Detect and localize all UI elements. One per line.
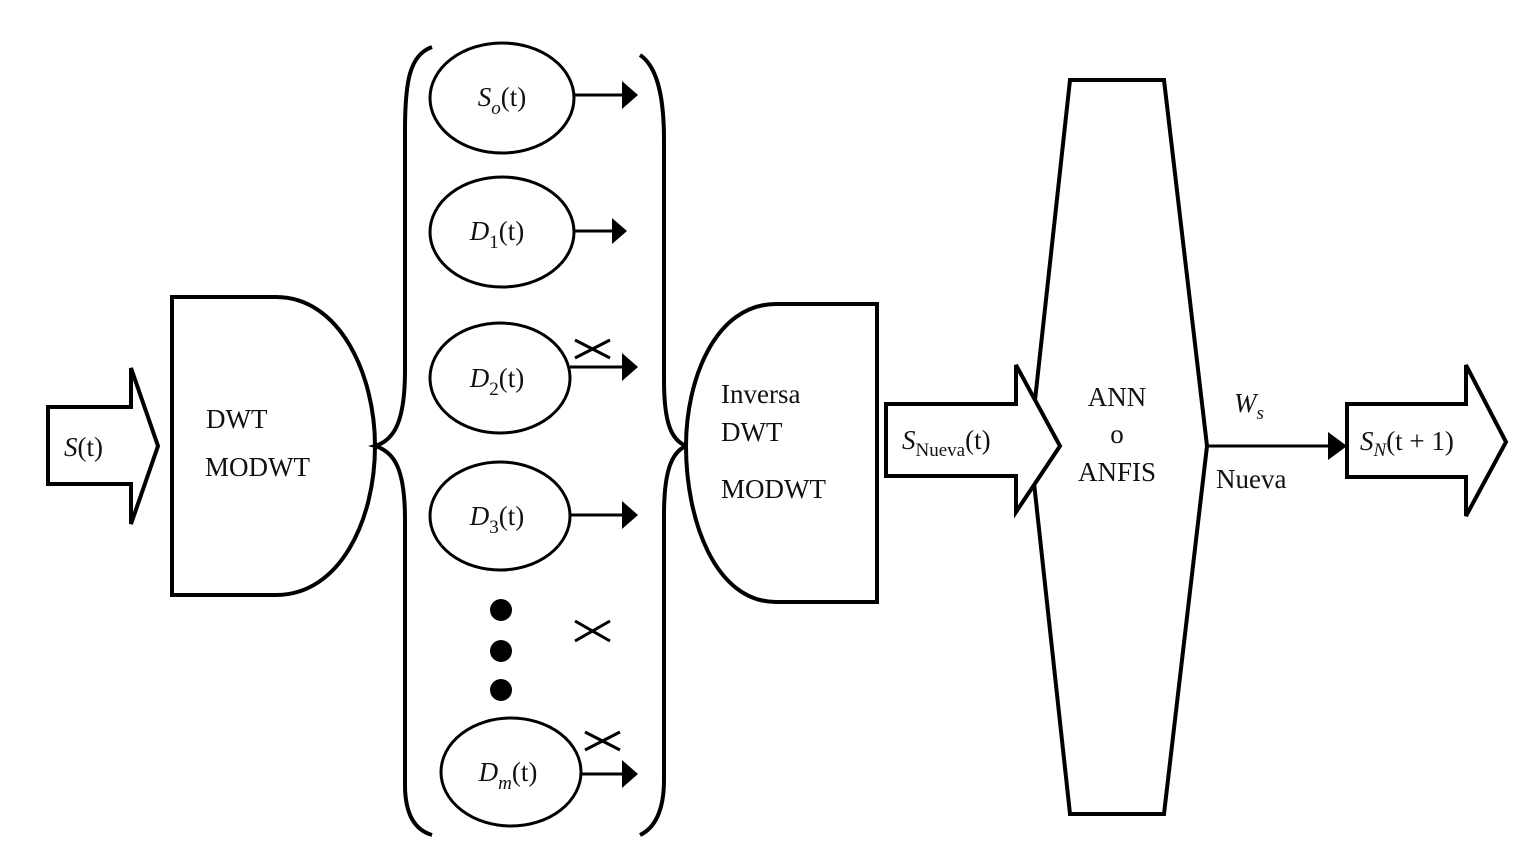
reconstruction-block-line2: DWT [721, 417, 783, 447]
ellipsis-dots [490, 599, 512, 701]
model-block-text: ANN o ANFIS [1078, 382, 1156, 487]
input-arrow-label: S(t) [64, 432, 103, 462]
component-d3-label: D3(t) [469, 501, 524, 538]
output-connector-top-label: Ws [1234, 388, 1264, 424]
output-arrow-label: SN(t + 1) [1360, 426, 1454, 461]
component-s0: So(t) [428, 41, 638, 155]
output-connector-bottom-label: Nueva [1216, 464, 1286, 494]
discard-cross-icon [574, 619, 611, 643]
decomposition-block-line1: DWT [206, 404, 268, 434]
component-d2-label: D2(t) [469, 363, 524, 400]
component-dm-label: Dm(t) [478, 757, 538, 794]
left-brace [368, 45, 433, 837]
component-s0-label: So(t) [478, 82, 526, 119]
ellipsis-dot [490, 599, 512, 621]
component-d3: D3(t) [428, 460, 638, 572]
model-block-line3: ANFIS [1078, 457, 1156, 487]
new-signal-arrow: SNueva(t) [884, 364, 1063, 519]
output-arrow: SN(t + 1) [1345, 364, 1509, 517]
reconstruction-block: Inversa DWT MODWT [683, 302, 879, 604]
model-block-line1: ANN [1088, 382, 1147, 412]
right-brace [638, 53, 692, 837]
discard-cross-icon [574, 338, 611, 360]
new-signal-arrow-label: SNueva(t) [902, 425, 991, 461]
component-d1-label: D1(t) [469, 216, 524, 253]
arrow-head-icon [622, 353, 638, 381]
input-arrow: S(t) [46, 367, 161, 525]
output-connector: Ws Nueva [1207, 388, 1347, 494]
component-d2: D2(t) [428, 321, 638, 435]
ellipsis-dot [490, 679, 512, 701]
arrow-head-icon [612, 218, 627, 244]
decomposition-block: DWT MODWT [170, 295, 378, 597]
decomposition-block-line2: MODWT [205, 452, 310, 482]
reconstruction-block-line1: Inversa [721, 379, 800, 409]
arrow-head-icon [622, 81, 638, 109]
reconstruction-block-line3: MODWT [721, 474, 826, 504]
model-block-line2: o [1110, 419, 1124, 449]
component-d1: D1(t) [428, 175, 627, 289]
arrow-head-icon [622, 760, 638, 788]
ellipsis-dot [490, 640, 512, 662]
component-dm: Dm(t) [439, 716, 638, 828]
arrow-head-icon [622, 501, 638, 529]
discard-cross-icon [584, 730, 621, 752]
arrow-head-icon [1328, 432, 1347, 460]
